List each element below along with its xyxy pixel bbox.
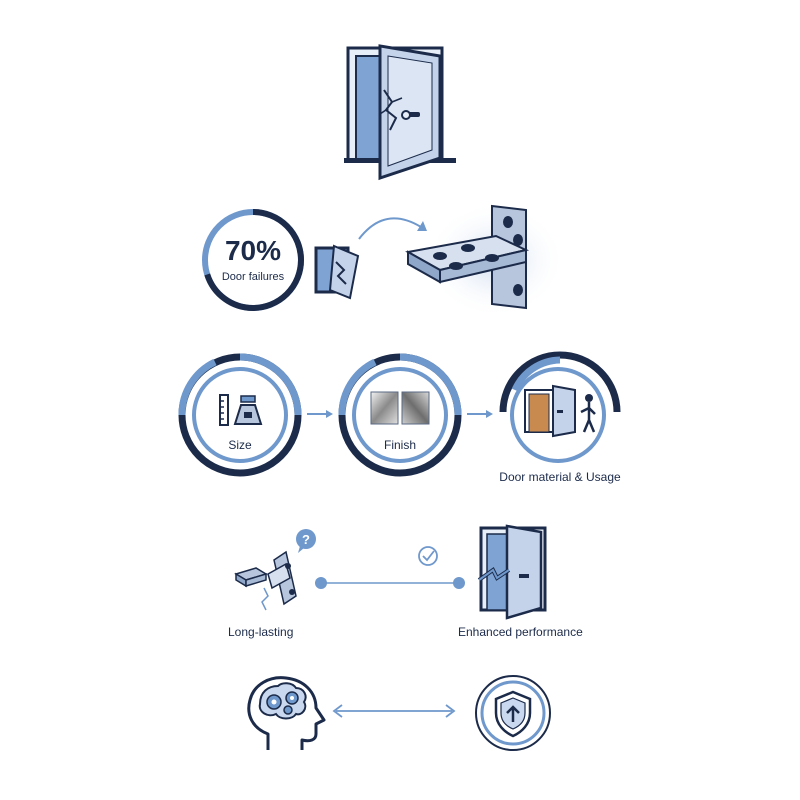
broken-door-icon bbox=[340, 38, 460, 183]
finish-swatches-icon bbox=[370, 391, 430, 425]
stat-value: 70% bbox=[224, 235, 282, 266]
factor-material-label: Door material & Usage bbox=[499, 470, 621, 484]
check-circle-icon bbox=[416, 544, 440, 568]
arrow-right-2 bbox=[465, 406, 495, 422]
ruler-scale-icon bbox=[219, 394, 263, 426]
door-person-icon bbox=[524, 384, 596, 438]
small-broken-door-icon bbox=[312, 240, 372, 300]
factor-size-label: Size bbox=[228, 438, 252, 452]
factor-finish: Finish bbox=[335, 350, 465, 480]
outcome-left-label: Long-lasting bbox=[228, 625, 294, 639]
stat-caption: Door failures bbox=[221, 271, 285, 283]
outcome-right-label: Enhanced performance bbox=[458, 625, 583, 639]
hinge-bracket-icon bbox=[400, 200, 560, 320]
curved-arrow-icon bbox=[355, 205, 435, 245]
arrow-right-1 bbox=[305, 406, 335, 422]
svg-text:?: ? bbox=[302, 532, 310, 547]
head-gears-icon bbox=[238, 672, 330, 754]
factor-size: Size bbox=[175, 350, 305, 480]
double-arrow bbox=[328, 702, 460, 720]
factor-finish-label: Finish bbox=[383, 438, 416, 452]
bracket-pair-icon bbox=[230, 530, 330, 615]
failure-stat-ring: 70% Door failures bbox=[198, 205, 308, 315]
factor-material-usage: Door material & Usage bbox=[495, 350, 625, 484]
shield-upload-icon bbox=[472, 672, 554, 754]
stat-progress-arc bbox=[202, 209, 304, 311]
question-bubble-icon: ? bbox=[294, 528, 318, 554]
reinforced-door-icon bbox=[475, 520, 555, 620]
connector-line bbox=[312, 574, 468, 592]
